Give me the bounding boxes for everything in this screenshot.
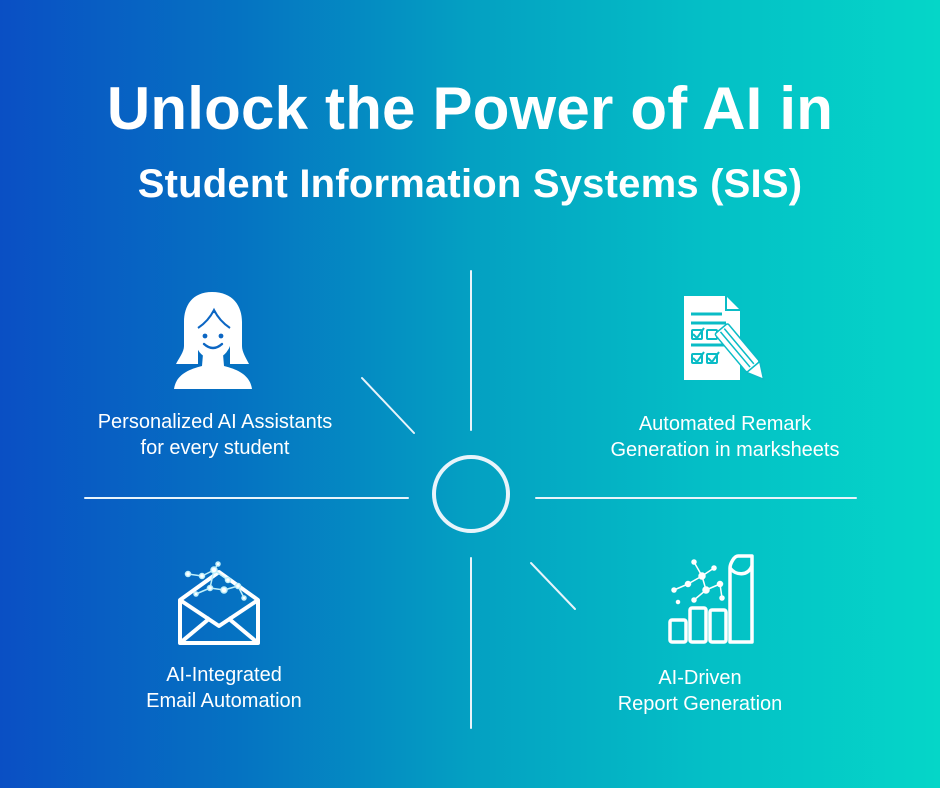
title-line-2: Student Information Systems (SIS) — [137, 162, 803, 206]
marksheet-pencil-icon — [684, 296, 765, 381]
title-line-1: Unlock the Power of AI in — [106, 75, 834, 142]
feature-label-line: for every student — [140, 437, 290, 459]
feature-label-report-generation: AI-Driven Report Generation — [570, 665, 830, 717]
student-avatar-icon — [174, 292, 252, 389]
feature-label-personalized-assistants: Personalized AI Assistants for every stu… — [75, 409, 355, 461]
feature-label-line: Generation in marksheets — [610, 439, 840, 461]
feature-label-automated-remark: Automated Remark Generation in marksheet… — [580, 411, 870, 463]
feature-label-email-automation: AI-Integrated Email Automation — [94, 662, 354, 714]
divider-diagonal-bottom-right — [530, 562, 576, 610]
bar-chart-network-icon — [668, 554, 754, 644]
feature-label-line: AI-Driven — [658, 667, 742, 689]
divider-diagonal-top-left — [361, 377, 415, 434]
feature-label-line: Report Generation — [617, 693, 783, 715]
feature-label-line: Personalized AI Assistants — [97, 411, 333, 433]
feature-label-line: Email Automation — [146, 690, 302, 712]
feature-label-line: AI-Integrated — [166, 664, 282, 686]
network-envelope-icon — [178, 561, 260, 645]
feature-label-line: Automated Remark — [638, 413, 812, 435]
center-circle — [432, 455, 510, 533]
